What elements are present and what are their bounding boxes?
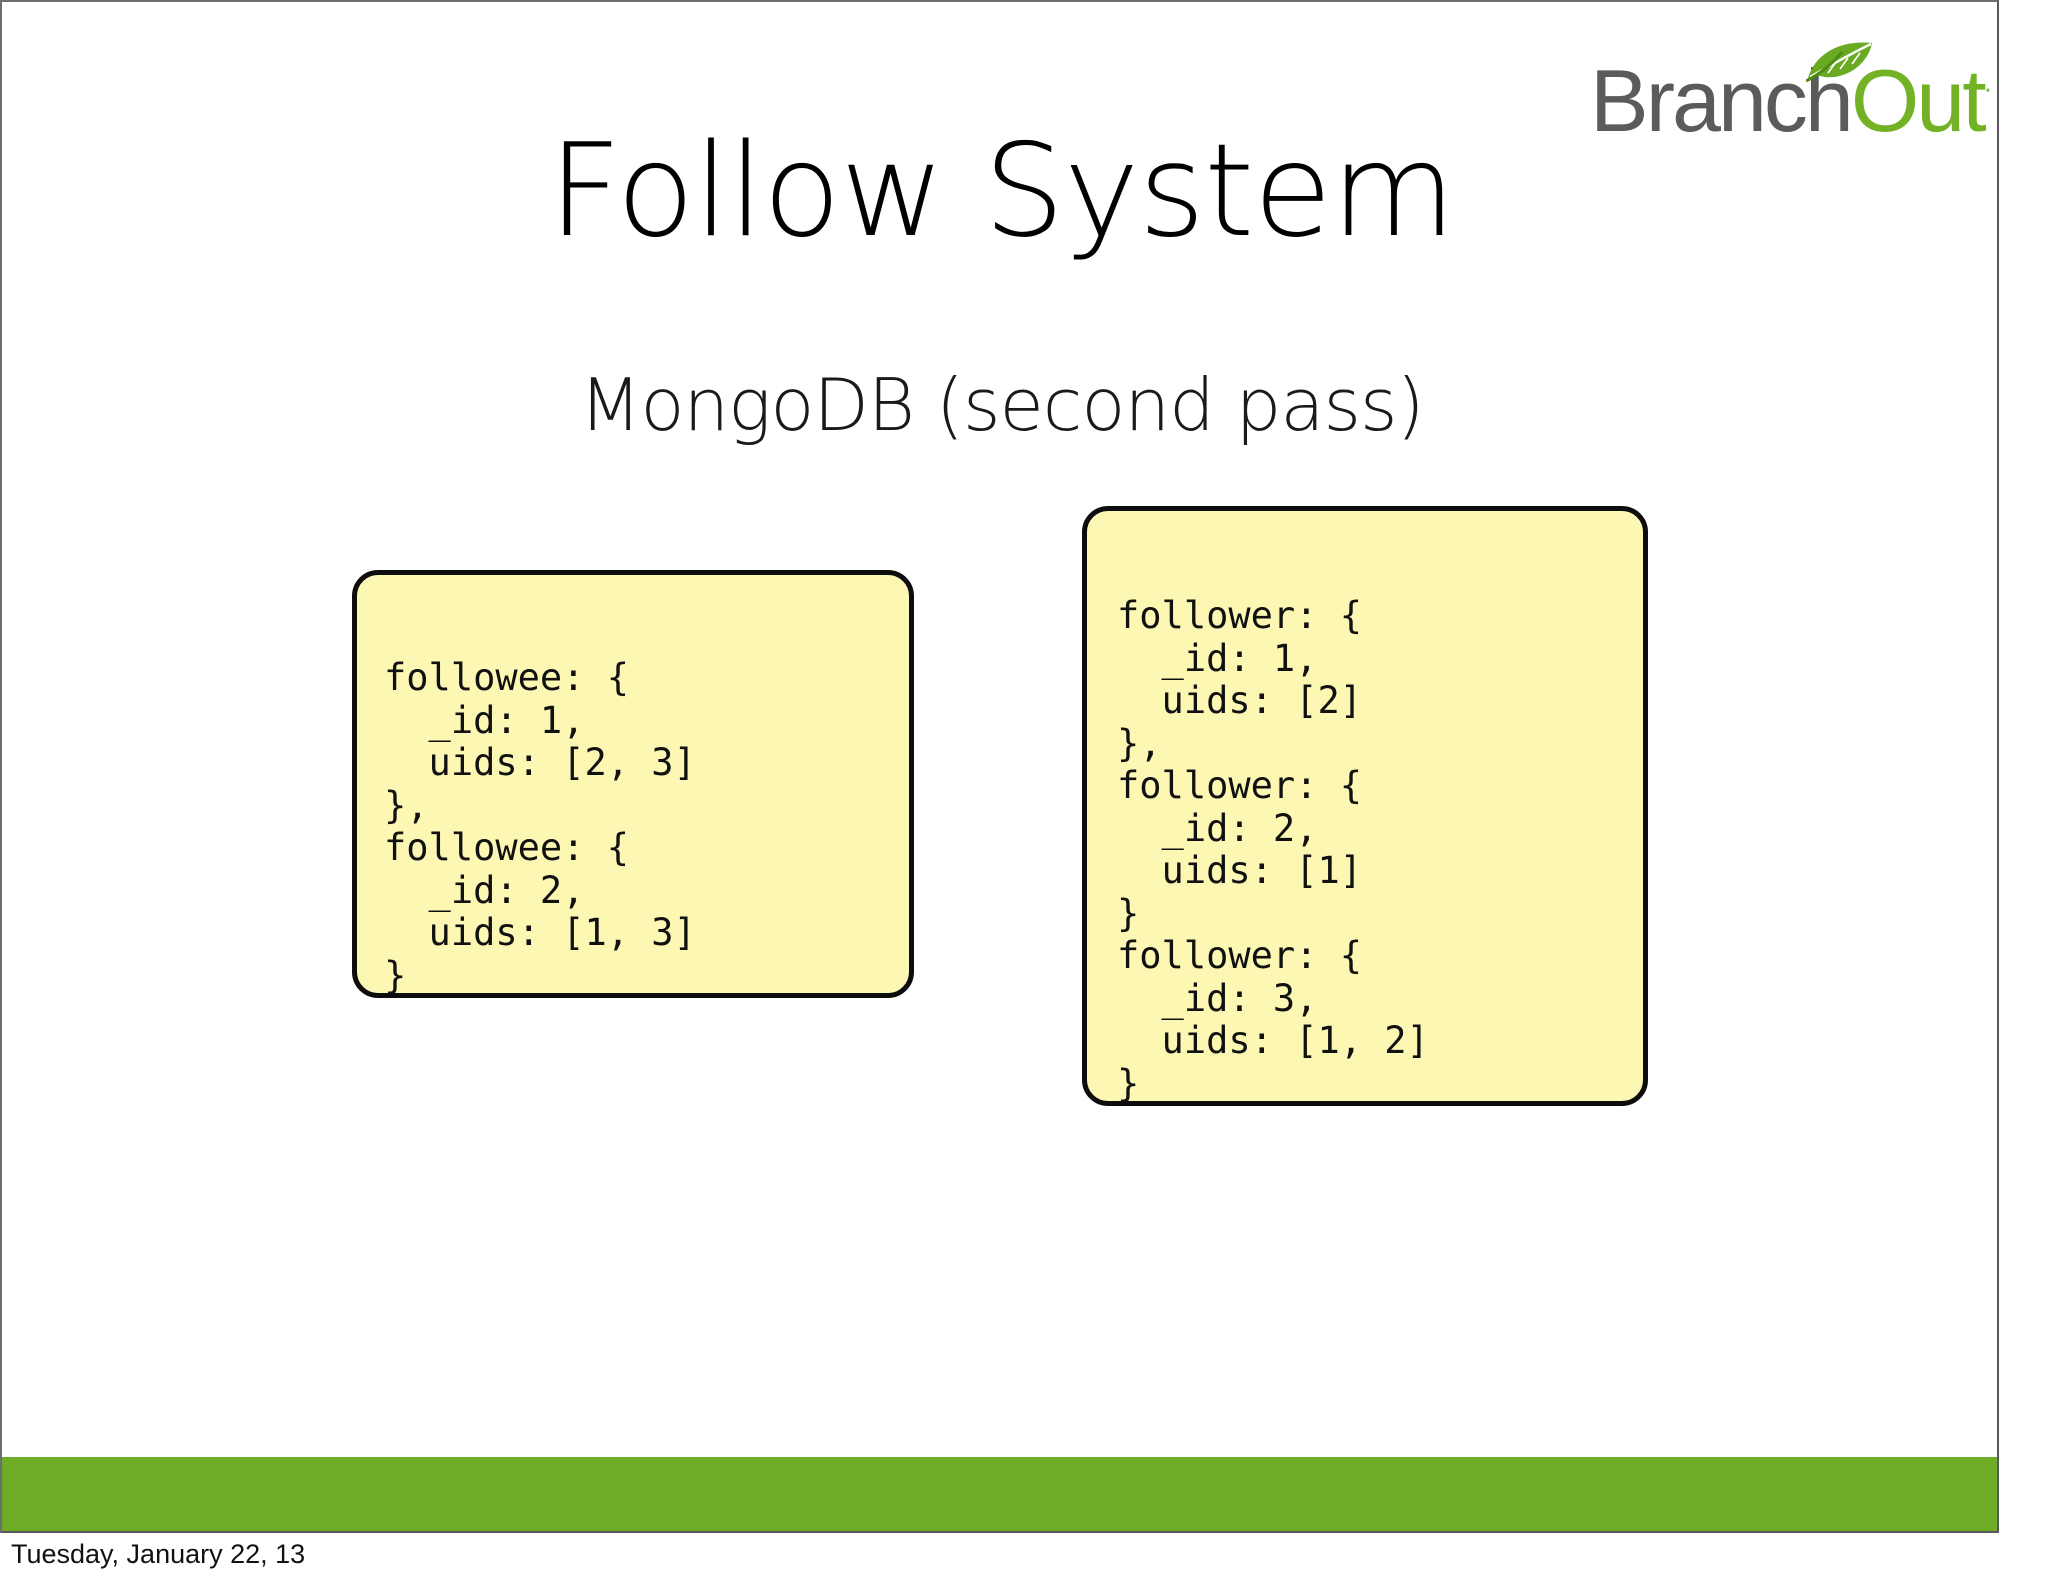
- logo-text-out: Out: [1850, 51, 1987, 150]
- follower-document-box: follower: { _id: 1, uids: [2] }, followe…: [1082, 506, 1648, 1106]
- branchout-logo: BranchOut·: [1590, 38, 1993, 150]
- followee-code-text: followee: { _id: 1, uids: [2, 3] }, foll…: [384, 656, 696, 997]
- footer-green-band: [2, 1457, 1997, 1531]
- slide-canvas: BranchOut· Follow System MongoDB (second…: [0, 0, 1999, 1533]
- date-caption: Tuesday, January 22, 13: [11, 1539, 306, 1569]
- follower-code-text: follower: { _id: 1, uids: [2] }, followe…: [1117, 594, 1429, 1105]
- registered-mark-icon: ·: [1983, 73, 1993, 103]
- page-title: Follow System: [548, 117, 1456, 266]
- followee-document-box: followee: { _id: 1, uids: [2, 3] }, foll…: [352, 570, 914, 998]
- page-subtitle: MongoDB (second pass): [579, 363, 1424, 447]
